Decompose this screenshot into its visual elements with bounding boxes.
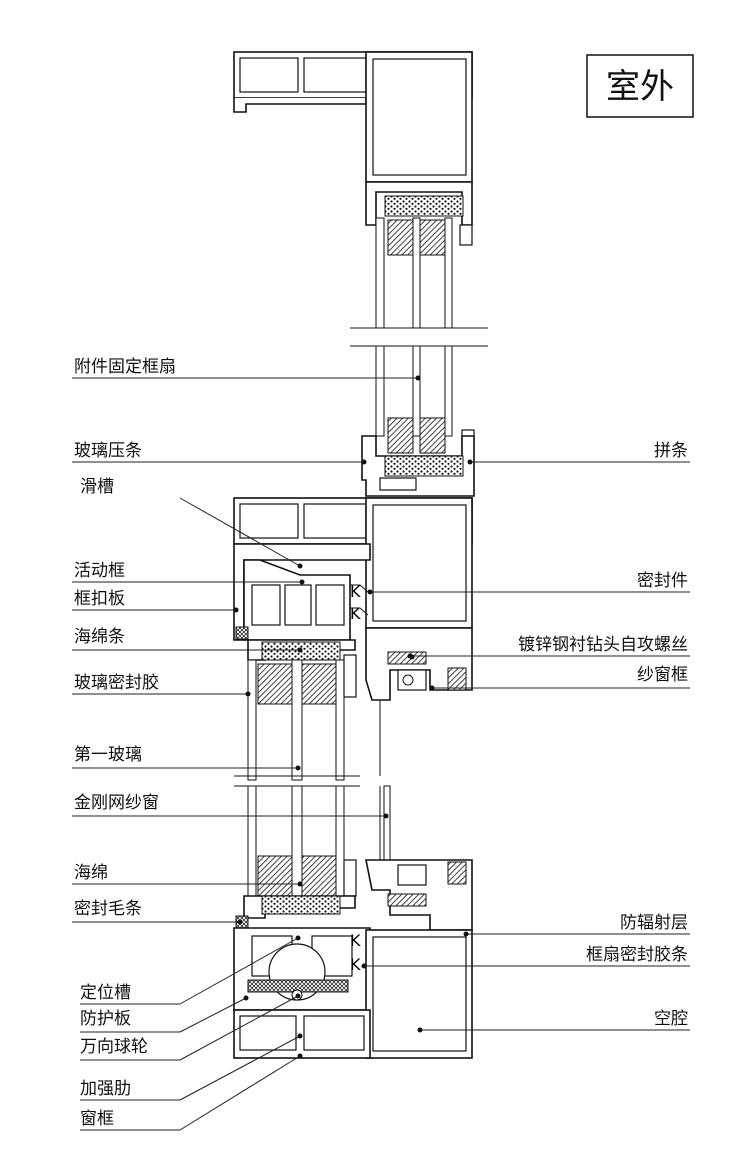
svg-text:纱窗框: 纱窗框 bbox=[637, 665, 688, 685]
label-sealing-brush-strip: 密封毛条 bbox=[72, 899, 243, 925]
label-seal: 密封件 bbox=[367, 571, 690, 595]
lower-screen-frame bbox=[365, 859, 473, 931]
sliding-frame: K K bbox=[233, 497, 473, 701]
svg-text:空腔: 空腔 bbox=[654, 1009, 688, 1029]
label-sponge-strip: 海绵条 bbox=[72, 627, 303, 653]
bottom-frame: K K bbox=[233, 895, 473, 1059]
outdoor-badge-text: 室外 bbox=[606, 67, 674, 107]
label-first-glass: 第一玻璃 bbox=[72, 745, 301, 771]
label-universal-ball-wheel: 万向球轮 bbox=[80, 993, 301, 1061]
label-anti-radiation-layer: 防辐射层 bbox=[463, 913, 690, 937]
outdoor-badge: 室外 bbox=[586, 54, 694, 118]
svg-text:第一玻璃: 第一玻璃 bbox=[74, 745, 142, 765]
upper-fixed-frame bbox=[233, 51, 488, 497]
svg-text:定位槽: 定位槽 bbox=[80, 983, 131, 1003]
svg-text:K: K bbox=[350, 582, 361, 601]
label-protective-plate: 防护板 bbox=[80, 995, 249, 1033]
label-positioning-groove: 定位槽 bbox=[80, 935, 301, 1005]
label-movable-frame: 活动框 bbox=[72, 561, 305, 585]
label-cavity: 空腔 bbox=[417, 1009, 690, 1033]
svg-text:拼条: 拼条 bbox=[654, 441, 688, 461]
svg-text:万向球轮: 万向球轮 bbox=[80, 1037, 148, 1057]
svg-text:滑槽: 滑槽 bbox=[80, 477, 114, 497]
svg-text:K: K bbox=[350, 604, 361, 623]
label-window-frame: 窗框 bbox=[80, 1053, 303, 1131]
svg-text:框扇密封胶条: 框扇密封胶条 bbox=[586, 945, 688, 965]
svg-text:防辐射层: 防辐射层 bbox=[620, 913, 688, 933]
svg-text:窗框: 窗框 bbox=[80, 1109, 114, 1129]
label-screen-frame: 纱窗框 bbox=[429, 665, 690, 691]
svg-text:玻璃压条: 玻璃压条 bbox=[74, 441, 142, 461]
svg-text:附件固定框扇: 附件固定框扇 bbox=[74, 357, 176, 377]
left-labels: 附件固定框扇 玻璃压条 滑槽 活动框 框扣板 海绵条 玻璃密封胶 第一玻璃 bbox=[72, 357, 421, 1131]
svg-text:K: K bbox=[350, 931, 361, 950]
svg-text:海绵条: 海绵条 bbox=[74, 627, 125, 647]
label-diamond-mesh-screen: 金刚网纱窗 bbox=[72, 793, 389, 819]
svg-text:防护板: 防护板 bbox=[80, 1009, 131, 1029]
lower-sash-glazing bbox=[234, 654, 391, 897]
svg-text:玻璃密封胶: 玻璃密封胶 bbox=[74, 673, 159, 693]
svg-text:K: K bbox=[350, 955, 361, 974]
svg-text:框扣板: 框扣板 bbox=[74, 589, 125, 609]
label-frame-sash-seal-strip: 框扇密封胶条 bbox=[361, 945, 690, 969]
right-labels: 拼条 密封件 镀锌钢衬钻头自攻螺丝 纱窗框 防辐射层 框扇密封胶条 空腔 bbox=[361, 441, 690, 1033]
svg-text:活动框: 活动框 bbox=[74, 561, 125, 581]
label-slide-groove: 滑槽 bbox=[80, 477, 303, 569]
label-attached-fixed-sash: 附件固定框扇 bbox=[72, 357, 421, 381]
screw-icon bbox=[387, 651, 427, 665]
svg-text:密封毛条: 密封毛条 bbox=[74, 899, 142, 919]
label-glazing-bead: 玻璃压条 bbox=[72, 441, 367, 465]
svg-text:密封件: 密封件 bbox=[637, 571, 688, 591]
label-frame-cover-plate: 框扣板 bbox=[72, 589, 239, 613]
label-reinforcing-rib: 加强肋 bbox=[80, 1033, 303, 1101]
label-self-drilling-screw: 镀锌钢衬钻头自攻螺丝 bbox=[407, 635, 690, 659]
svg-text:金刚网纱窗: 金刚网纱窗 bbox=[74, 793, 159, 813]
svg-text:海绵: 海绵 bbox=[74, 863, 108, 883]
label-connecting-strip: 拼条 bbox=[467, 441, 690, 465]
svg-text:加强肋: 加强肋 bbox=[80, 1079, 131, 1099]
label-glass-sealant: 玻璃密封胶 bbox=[72, 673, 251, 697]
label-sponge: 海绵 bbox=[72, 863, 303, 887]
svg-text:镀锌钢衬钻头自攻螺丝: 镀锌钢衬钻头自攻螺丝 bbox=[518, 635, 688, 655]
